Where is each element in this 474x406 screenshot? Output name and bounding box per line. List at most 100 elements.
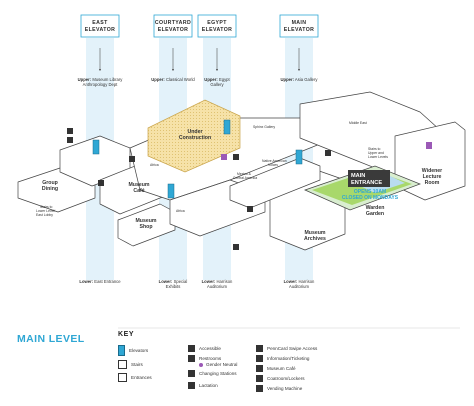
- key-vending-label: Vending Machine: [267, 386, 303, 391]
- svg-text:Lower: East Entrance: Lower: East Entrance: [79, 279, 121, 284]
- key-vending: Vending Machine: [256, 385, 302, 392]
- museum-shop-2: Shop: [140, 224, 153, 230]
- africa-label-1: Africa: [150, 163, 159, 167]
- egypt-lower-text-2: Auditorium: [207, 284, 228, 289]
- accessible-icon: [188, 345, 195, 352]
- elevator-east-name-1: EAST: [92, 20, 108, 26]
- east-upper-prefix: Upper:: [78, 77, 92, 82]
- restroom-icon: [188, 355, 195, 362]
- building-outline: [17, 91, 466, 251]
- museum-archives-1: Museum: [304, 230, 325, 236]
- elevator-egypt-name-2: ELEVATOR: [202, 27, 233, 33]
- key-cafe: Museum Café: [256, 365, 296, 372]
- native-american-1: Native American: [262, 159, 287, 163]
- egypt-upper-prefix: Upper:: [204, 77, 218, 82]
- stairs-upper-lower-1: Stairs to: [368, 147, 381, 151]
- svg-text:Upper: Egypt: Upper: Egypt: [204, 77, 230, 82]
- stairs-upper-lower-3: Lower Levels: [368, 155, 388, 159]
- key-entrances-label: Entrances: [131, 375, 152, 380]
- lactation-icon: [188, 382, 195, 389]
- key-lactation: Lactation: [188, 382, 218, 389]
- courtyard-upper-text: Classical World: [166, 77, 195, 82]
- museum-shop-1: Museum: [135, 218, 156, 224]
- widener-3: Room: [425, 180, 440, 186]
- svg-text:Upper: Asia Gallery: Upper: Asia Gallery: [280, 77, 318, 82]
- group-dining-1: Group: [42, 180, 58, 186]
- svg-text:Upper: Museum Library: Upper: Museum Library: [78, 77, 124, 82]
- key-restrooms-label: Restrooms: [199, 356, 222, 361]
- stairs-lower-east-2: Lower Level/: [36, 209, 55, 213]
- opens-time: OPENS 10AM: [354, 189, 386, 195]
- key-cafe-label: Museum Café: [267, 366, 296, 371]
- elevator-courtyard-name-1: COURTYARD: [155, 20, 191, 26]
- egypt-upper-text: Egypt: [219, 77, 231, 82]
- key-lactation-label: Lactation: [199, 383, 218, 388]
- key-coatroom-label: Coatroom/Lockers: [267, 376, 305, 381]
- map-amenity-icons: [67, 128, 331, 250]
- main-entrance-box: [348, 170, 390, 187]
- museum-archives-2: Archives: [304, 236, 326, 242]
- elevator-egypt-name-1: EGYPT: [207, 20, 227, 26]
- mexico-central-2: Central America: [233, 176, 257, 180]
- level-title: MAIN LEVEL: [17, 333, 85, 345]
- courtyard-lower-text: Special: [174, 279, 188, 284]
- svg-text:Upper: Classical World: Upper: Classical World: [151, 77, 195, 82]
- stairs-upper-lower-2: Upper and: [368, 151, 384, 155]
- east-lower-text: East Entrance: [94, 279, 121, 284]
- courtyard-upper-prefix: Upper:: [151, 77, 165, 82]
- key-changing: Changing Stations: [188, 370, 237, 377]
- key-penncard-label: PennCard Swipe Access: [267, 346, 318, 351]
- elevator-icon: [118, 345, 125, 356]
- africa-label-2: Africa: [176, 209, 185, 213]
- main-entrance-line1: MAIN: [351, 173, 365, 179]
- under-construction-area: [147, 99, 241, 173]
- main-lower-text-2: Auditorium: [289, 284, 310, 289]
- gender-neutral-dot-icon: [199, 362, 203, 367]
- key-information: Information/Ticketing: [256, 355, 309, 362]
- key-stairs: Stairs: [118, 360, 143, 369]
- vending-icon: [256, 385, 263, 392]
- key-accessible-label: Accessible: [199, 346, 221, 351]
- key-elevators: Elevators: [118, 345, 148, 356]
- main-lower-prefix: Lower:: [284, 279, 298, 284]
- egypt-upper-text-2: Gallery: [210, 82, 224, 87]
- sphinx-gallery-label: Sphinx Gallery: [253, 125, 275, 129]
- east-lower-prefix: Lower:: [79, 279, 93, 284]
- key-elevators-label: Elevators: [129, 348, 149, 353]
- key-entrances: Entrances: [118, 373, 152, 382]
- key-information-label: Information/Ticketing: [267, 356, 310, 361]
- key-coatroom: Coatroom/Lockers: [256, 375, 305, 382]
- main-upper-prefix: Upper:: [280, 77, 294, 82]
- coatroom-icon: [256, 375, 263, 382]
- svg-text:Lower: Special: Lower: Special: [159, 279, 188, 284]
- key-changing-label: Changing Stations: [199, 371, 237, 376]
- courtyard-lower-text-2: Exhibits: [166, 284, 181, 289]
- changing-station-icon: [188, 370, 195, 377]
- widener-1: Widener: [422, 168, 442, 174]
- under-construction-1: Under: [188, 129, 203, 135]
- widener-2: Lecture: [423, 174, 442, 180]
- key-title: KEY: [118, 331, 135, 338]
- courtyard-lower-prefix: Lower:: [159, 279, 173, 284]
- elevator-arrows-down: [98, 48, 301, 72]
- east-upper-text: Museum Library: [92, 77, 123, 82]
- elevator-main-name-1: MAIN: [292, 20, 307, 26]
- key-gender-neutral-label: Gender Neutral: [206, 362, 238, 367]
- egypt-lower-text: Harrison: [217, 279, 233, 284]
- key-accessible: Accessible: [188, 345, 221, 352]
- entrance-icon: [118, 373, 127, 382]
- middle-east-label: Middle East: [349, 121, 367, 125]
- mexico-central-1: Mexico &: [237, 172, 252, 176]
- key-penncard: PennCard Swipe Access: [256, 345, 317, 352]
- cafe-icon: [256, 365, 263, 372]
- gender-neutral-icons: [221, 142, 432, 160]
- elevator-east-name-2: ELEVATOR: [85, 27, 116, 33]
- closed-days: CLOSED ON MONDAYS: [342, 195, 399, 201]
- elevator-headers: [80, 14, 319, 38]
- stairs-icon: [118, 360, 127, 369]
- under-construction-2: Construction: [179, 135, 211, 141]
- elevator-courtyard-name-2: ELEVATOR: [158, 27, 189, 33]
- information-icon: [256, 355, 263, 362]
- key-restrooms: Restrooms: [188, 355, 221, 362]
